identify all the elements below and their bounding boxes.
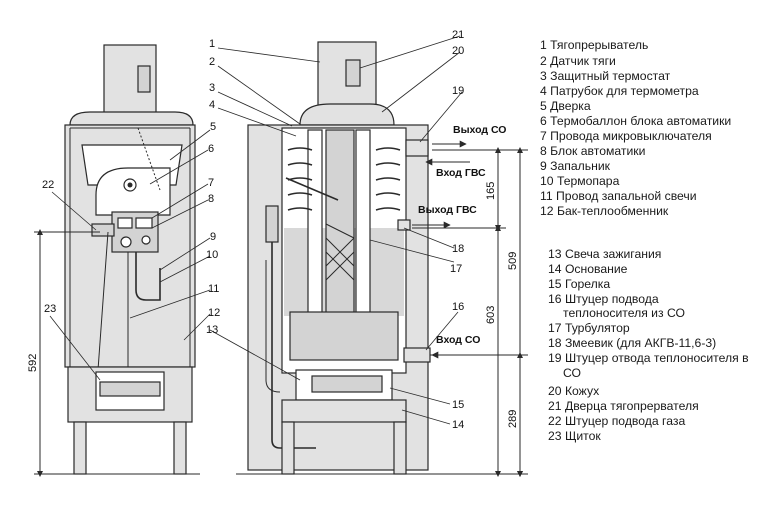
- callout-11: 11: [208, 283, 219, 295]
- callout-14: 14: [452, 419, 464, 431]
- callout-8: 8: [208, 193, 214, 205]
- section-view: [236, 41, 440, 475]
- dim-165: 165: [485, 182, 497, 200]
- callout-2: 2: [209, 56, 215, 68]
- co-outlet-nozzle: [405, 139, 429, 157]
- side-view: [60, 44, 200, 475]
- callout-17: 17: [450, 263, 462, 275]
- callout-7: 7: [208, 177, 214, 189]
- draft-breaker-door: [345, 59, 361, 87]
- callout-15: 15: [452, 399, 464, 411]
- callout-5: 5: [210, 121, 216, 133]
- turbulator: [325, 223, 355, 281]
- callout-9: 9: [210, 231, 216, 243]
- gas-inlet: [91, 223, 115, 237]
- callout-18: 18: [452, 243, 464, 255]
- callout-numbers: 1 2 3 4 5 6 7 8 9 10 11 12 13 14 15 16 1…: [42, 29, 464, 431]
- dim-289: 289: [507, 410, 519, 428]
- callout-23: 23: [44, 303, 56, 315]
- callout-4: 4: [209, 99, 215, 111]
- callout-22: 22: [42, 179, 54, 191]
- dhw-outlet-nozzle: [397, 219, 411, 231]
- callout-20: 20: [452, 45, 464, 57]
- base-section: [281, 399, 407, 423]
- dim-509: 509: [507, 252, 519, 270]
- callout-leaders: [49, 35, 463, 425]
- callout-21: 21: [452, 29, 464, 41]
- callout-10: 10: [206, 249, 218, 261]
- flow-dhw-out: Выход ГВС: [418, 204, 477, 216]
- top-cap: [69, 111, 194, 126]
- co-inlet-nozzle: [403, 347, 431, 363]
- combustion-chamber: [289, 311, 399, 361]
- callout-16: 16: [452, 301, 464, 313]
- flow-co-out: Выход СО: [453, 124, 506, 136]
- callout-1: 1: [209, 38, 215, 50]
- flow-co-in: Вход СО: [436, 334, 480, 346]
- door: [95, 167, 171, 216]
- draft-breaker-dome: [299, 103, 395, 126]
- callout-19: 19: [452, 85, 464, 97]
- dim-603: 603: [485, 306, 497, 324]
- callout-6: 6: [208, 143, 214, 155]
- dimensions: 592 165 509 603 289: [27, 147, 528, 477]
- callout-12: 12: [208, 307, 220, 319]
- dim-592: 592: [27, 354, 39, 372]
- flow-dhw-in: Вход ГВС: [436, 167, 486, 179]
- callout-13: 13: [206, 324, 218, 336]
- chimney-door: [137, 65, 151, 93]
- callout-3: 3: [209, 82, 215, 94]
